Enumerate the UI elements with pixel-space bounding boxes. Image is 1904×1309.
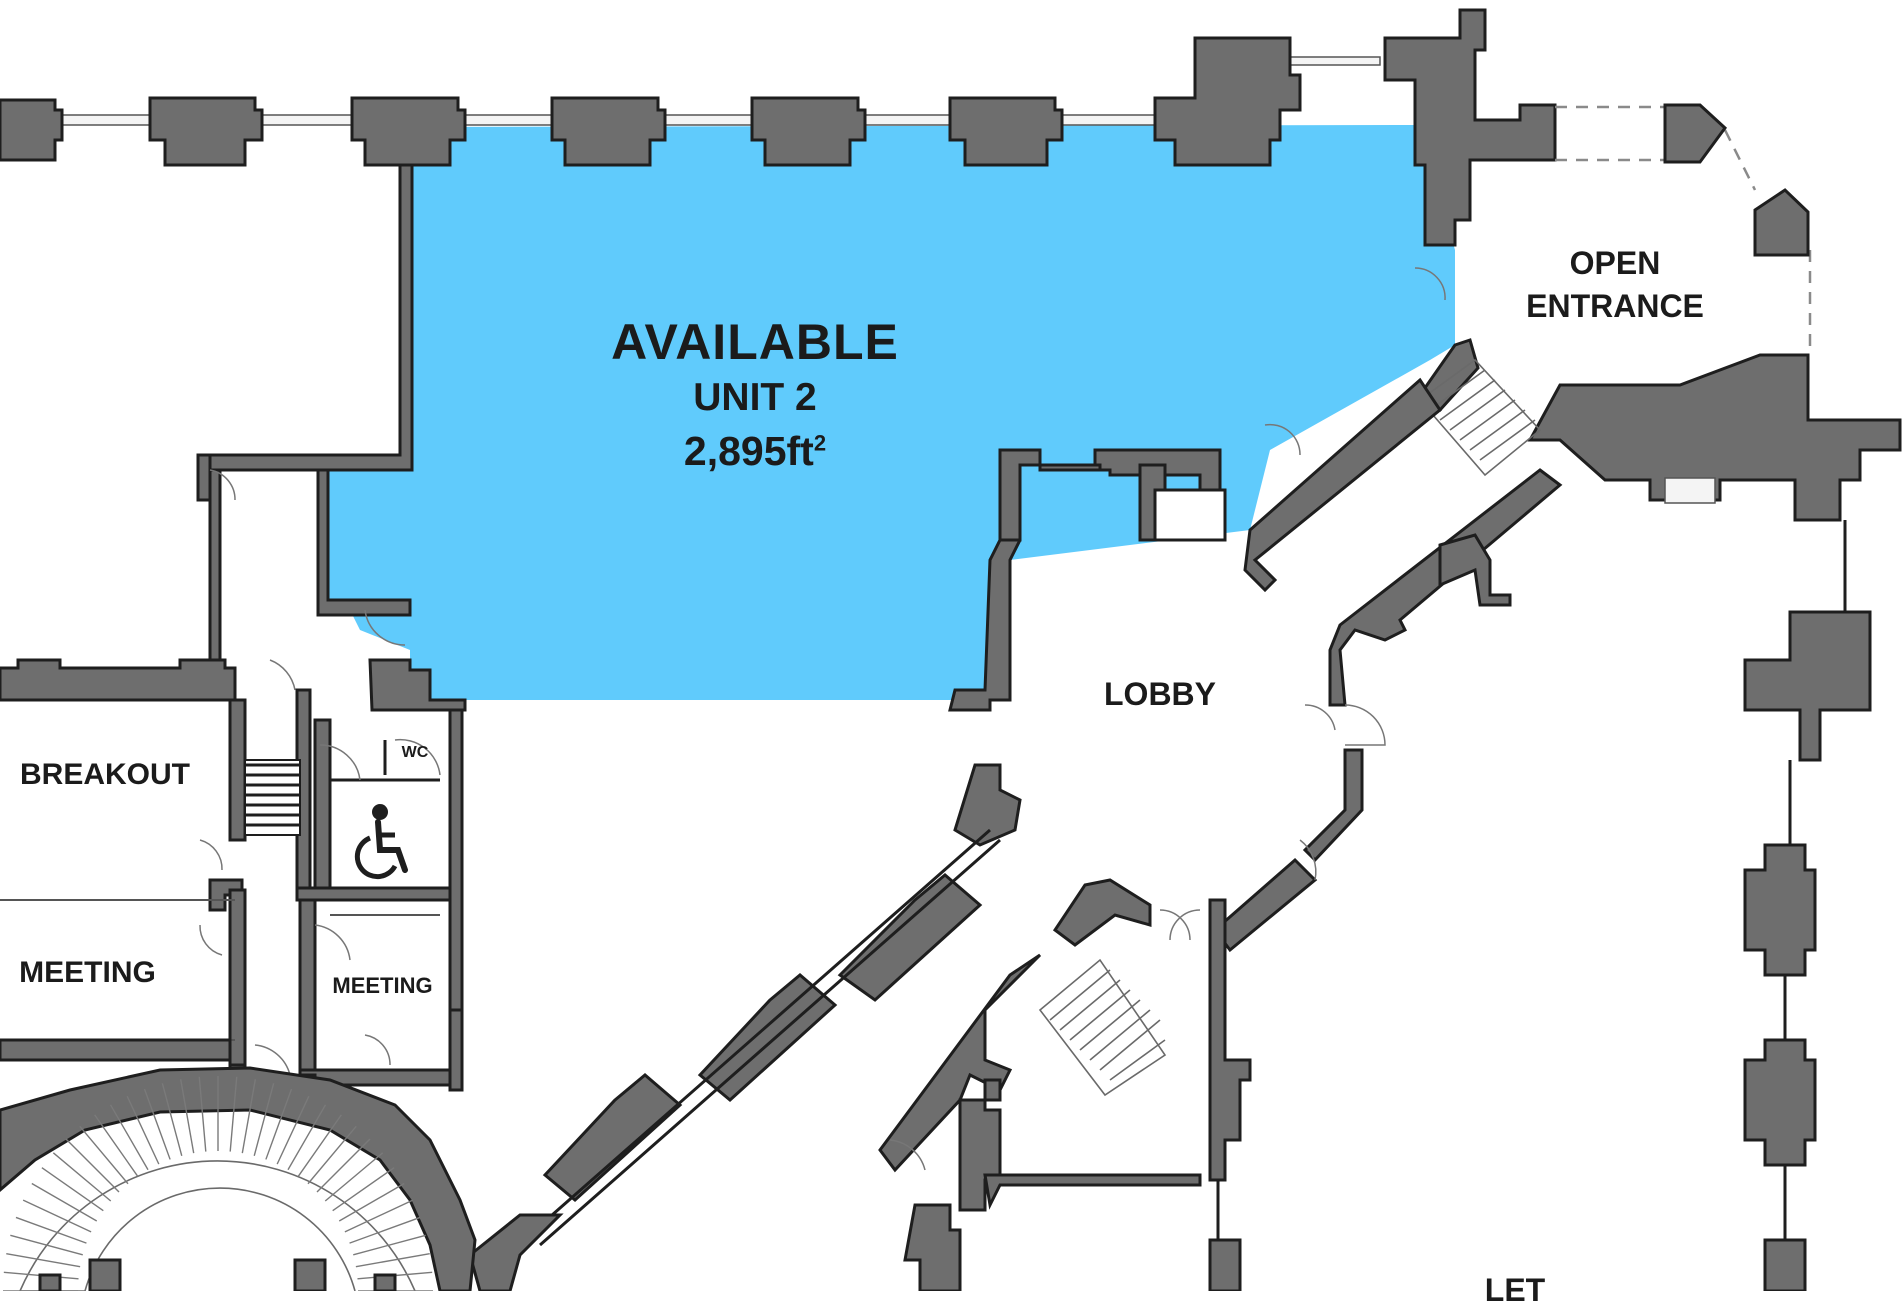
spiral-stair-tread xyxy=(65,1138,120,1193)
spiral-stair-tread xyxy=(94,1114,139,1177)
spiral-stair-tread xyxy=(349,1216,421,1244)
spiral-stair-tread xyxy=(22,1199,92,1233)
spiral-staircase xyxy=(0,1066,477,1291)
let-column-walls xyxy=(1208,520,1872,1291)
spiral-stair-tread xyxy=(316,1138,371,1193)
spiral-stair-tread xyxy=(287,1104,327,1171)
spiral-stair-tread xyxy=(52,1152,112,1202)
spiral-stair-tread xyxy=(297,1114,342,1177)
spiral-stair-tread xyxy=(10,1234,83,1256)
spiral-stair-tread xyxy=(276,1095,310,1165)
spiral-stair-tread xyxy=(41,1167,104,1212)
breakout-label: BREAKOUT xyxy=(20,758,190,791)
lobby-walls xyxy=(948,377,1443,712)
unit-name-label: UNIT 2 xyxy=(693,376,817,419)
spiral-stair-tread xyxy=(198,1076,207,1152)
spiral-stair-tread xyxy=(338,1182,405,1222)
spiral-stair-tread xyxy=(126,1095,160,1165)
spiral-stair-tread xyxy=(241,1079,257,1154)
spiral-stair-tread xyxy=(6,1252,81,1268)
unit-2-area[interactable] xyxy=(318,125,1455,700)
meeting-room-2-label: MEETING xyxy=(332,973,433,998)
spiral-stair-tread xyxy=(265,1088,293,1160)
meeting-room-1-label: MEETING xyxy=(19,956,156,989)
spiral-stair-tread xyxy=(109,1104,149,1171)
lower-stairs xyxy=(878,878,1202,1291)
lobby-east-walls xyxy=(1212,468,1563,953)
west-doors xyxy=(199,267,1446,1076)
spiral-stair-tread xyxy=(179,1079,195,1154)
open-entrance-label-line1: OPEN xyxy=(1569,245,1661,281)
spiral-stair-tread xyxy=(143,1088,171,1160)
wc-label: WC xyxy=(401,744,429,761)
spiral-stair-tread xyxy=(353,1234,426,1256)
unit-status-label: AVAILABLE xyxy=(611,314,899,370)
lobby-label: LOBBY xyxy=(1104,676,1216,712)
west-wing-walls xyxy=(0,163,467,1112)
spiral-stair-tread xyxy=(332,1167,395,1212)
unit-area-superscript: 2 xyxy=(813,430,827,456)
open-entrance-label-line2: ENTRANCE xyxy=(1526,288,1704,324)
spiral-stair-tread xyxy=(31,1182,98,1222)
unit-area-value: 2,895ft xyxy=(683,428,814,474)
spiral-stair-tread xyxy=(253,1083,275,1156)
wheelchair-icon xyxy=(354,804,408,880)
spiral-stair-tread xyxy=(344,1199,414,1233)
spiral-stair-tread xyxy=(15,1216,87,1244)
unit-area-label: 2,895ft2 xyxy=(560,428,950,475)
spiral-stair-tread xyxy=(324,1152,384,1202)
spiral-stair-tread xyxy=(355,1252,430,1268)
open-entrance-frame xyxy=(1417,103,1902,522)
entrance-stair xyxy=(1418,358,1542,477)
spiral-stair-tread xyxy=(161,1083,183,1156)
spiral-stair-tread xyxy=(229,1076,238,1152)
corridor-walls xyxy=(468,763,1022,1291)
spiral-stair-tread xyxy=(307,1125,357,1185)
spiral-stair-tread xyxy=(79,1125,129,1185)
north-wall-piers xyxy=(0,8,1557,247)
breakout-stair xyxy=(244,759,301,836)
